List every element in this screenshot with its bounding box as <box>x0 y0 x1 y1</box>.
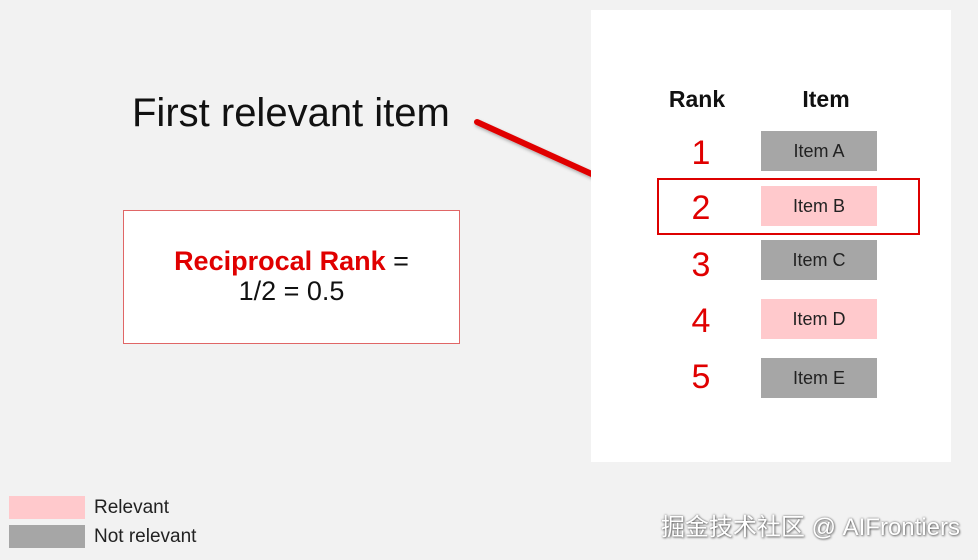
reciprocal-rank-formula: Reciprocal Rank = 1/2 = 0.5 <box>123 210 460 344</box>
rank-number-4: 4 <box>691 302 711 340</box>
item-column-header: Item <box>802 86 850 112</box>
formula-value: 1/2 = 0.5 <box>238 276 345 306</box>
item-cell-a: Item A <box>761 131 877 171</box>
legend-label-relevant: Relevant <box>94 497 169 518</box>
legend-swatch-not-relevant <box>9 525 85 548</box>
legend-swatch-relevant <box>9 496 85 519</box>
first-relevant-highlight <box>657 178 920 235</box>
formula-equals: = <box>385 246 409 277</box>
item-cell-c: Item C <box>761 240 877 280</box>
rank-number-2: 2 <box>691 189 711 227</box>
rank-column-header: Rank <box>668 86 726 112</box>
item-cell-b: Item B <box>761 186 877 226</box>
formula-line-1: Reciprocal Rank = <box>174 246 409 277</box>
watermark: 掘金技术社区 @ AIFrontiers <box>660 514 960 541</box>
legend-label-not-relevant: Not relevant <box>94 526 197 547</box>
rank-number-1: 1 <box>691 134 711 172</box>
formula-term: Reciprocal Rank <box>174 246 386 277</box>
item-cell-e: Item E <box>761 358 877 398</box>
callout-label: First relevant item <box>132 91 450 135</box>
rank-number-5: 5 <box>691 358 711 396</box>
rank-number-3: 3 <box>691 246 711 284</box>
item-cell-d: Item D <box>761 299 877 339</box>
